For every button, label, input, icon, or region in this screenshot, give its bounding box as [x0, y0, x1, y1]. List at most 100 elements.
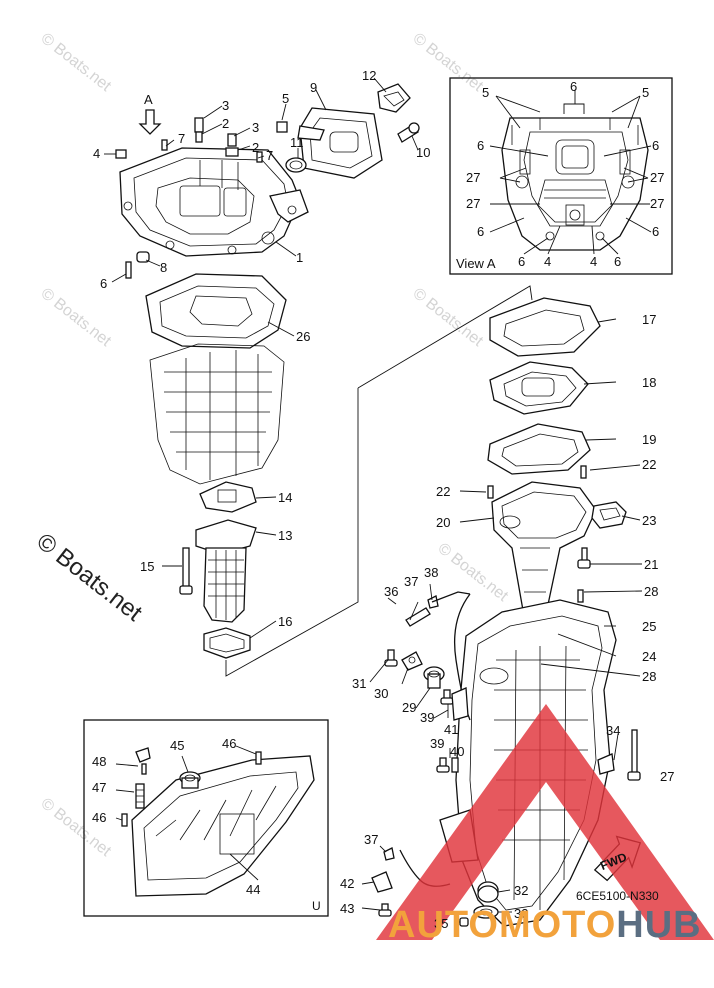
callout-24: 24 — [642, 649, 656, 664]
callout-1: 1 — [296, 250, 303, 265]
callout-5: 5 — [282, 91, 289, 106]
callout-35: 35 — [434, 916, 448, 931]
view-a-callout-5a: 5 — [482, 85, 489, 100]
joint-part-42 — [371, 871, 393, 893]
callout-28a: 28 — [644, 584, 658, 599]
bolt-part-34 — [627, 729, 641, 781]
bolt-part-15 — [179, 547, 193, 595]
callout-43: 43 — [340, 901, 354, 916]
callout-2b: 2 — [252, 140, 259, 155]
washer-part-40 — [451, 757, 459, 773]
view-a-callout-6lb: 6 — [477, 224, 484, 239]
callout-6: 6 — [100, 276, 107, 291]
bolt-part-31 — [384, 649, 398, 667]
callout-31: 31 — [352, 676, 366, 691]
view-a-callout-6b1: 6 — [518, 254, 525, 269]
callout-14: 14 — [278, 490, 292, 505]
callout-40: 40 — [450, 744, 464, 759]
callout-23: 23 — [642, 513, 656, 528]
callout-34: 34 — [606, 723, 620, 738]
arrow-a-label: A — [144, 92, 153, 107]
view-a-box — [449, 77, 673, 275]
view-a-title: View A — [456, 256, 496, 271]
callout-26: 26 — [296, 329, 310, 344]
callout-8: 8 — [160, 260, 167, 275]
callout-36: 36 — [384, 584, 398, 599]
callout-7b: 7 — [266, 148, 273, 163]
callout-47: 47 — [92, 780, 106, 795]
pin-part-22-b — [580, 465, 587, 479]
callout-45: 45 — [170, 738, 184, 753]
gasket-part-18 — [489, 361, 589, 415]
callout-44: 44 — [246, 882, 260, 897]
clip-part-48 — [135, 747, 151, 775]
callout-46b: 46 — [92, 810, 106, 825]
pin-part-28-a — [577, 589, 584, 603]
callout-3b: 3 — [252, 120, 259, 135]
seal-part-23 — [591, 501, 627, 529]
view-a-callout-27lb: 27 — [466, 196, 480, 211]
bracket-part-34-b — [597, 753, 615, 775]
gasket-part-14 — [199, 481, 257, 513]
group-outline — [357, 285, 533, 389]
gasket-part-19 — [487, 423, 591, 475]
group-outline-2 — [225, 388, 359, 677]
strainer-part-13 — [195, 519, 257, 623]
callout-28b: 28 — [642, 669, 656, 684]
callout-10: 10 — [416, 145, 430, 160]
oil-pan — [149, 343, 285, 485]
inset-u-box — [83, 719, 329, 917]
callout-4: 4 — [93, 146, 100, 161]
grommet-part-29 — [423, 666, 445, 689]
gasket-part-26 — [145, 273, 287, 349]
callout-25: 25 — [642, 619, 656, 634]
top-hardware — [115, 117, 288, 279]
callout-27: 27 — [660, 769, 674, 784]
callout-37b: 37 — [364, 832, 378, 847]
washer-part-32 — [477, 885, 499, 903]
upper-casing-top-part-1 — [119, 147, 309, 257]
bolt-part-10 — [397, 122, 420, 143]
callout-37a: 37 — [404, 574, 418, 589]
bolt-part-39-a — [440, 689, 454, 705]
bolt-part-39-b — [436, 757, 450, 773]
callout-15: 15 — [140, 559, 154, 574]
view-a-callout-27rb: 27 — [650, 196, 664, 211]
washer-part-33 — [473, 905, 499, 919]
callout-46a: 46 — [222, 736, 236, 751]
view-a-callout-27ra: 27 — [650, 170, 664, 185]
callout-13: 13 — [278, 528, 292, 543]
callout-19: 19 — [642, 432, 656, 447]
callout-38: 38 — [424, 565, 438, 580]
cap-part-12 — [377, 83, 411, 113]
cover-part-44 — [131, 755, 315, 897]
clamp-part-30 — [401, 651, 423, 671]
callout-22b: 22 — [642, 457, 656, 472]
callout-20: 20 — [436, 515, 450, 530]
nipple-part-36 — [405, 607, 431, 627]
view-a-leaders — [489, 90, 652, 255]
callout-21: 21 — [644, 557, 658, 572]
callout-9: 9 — [310, 80, 317, 95]
callout-48: 48 — [92, 754, 106, 769]
view-a-callout-6b2: 6 — [614, 254, 621, 269]
view-a-callout-4b: 4 — [590, 254, 597, 269]
callout-3a: 3 — [222, 98, 229, 113]
pin-part-22-a — [487, 485, 494, 499]
view-a-callout-4a: 4 — [544, 254, 551, 269]
gasket-part-17 — [489, 297, 601, 357]
callout-16: 16 — [278, 614, 292, 629]
pin-part-46-b — [121, 813, 128, 827]
view-a-drawing — [501, 117, 649, 251]
callout-29: 29 — [402, 700, 416, 715]
warning-triangle-logo — [376, 704, 714, 940]
view-a-callout-6rb: 6 — [652, 224, 659, 239]
callout-22a: 22 — [436, 484, 450, 499]
view-a-arrow — [138, 109, 162, 135]
view-a-callout-6r: 6 — [652, 138, 659, 153]
part-code: 6CE5100-N330 — [576, 889, 659, 903]
inset-corner-label: U — [312, 899, 321, 913]
view-a-callout-6l: 6 — [477, 138, 484, 153]
brand-logo-text: AUTOMOTOHUB — [388, 904, 702, 947]
